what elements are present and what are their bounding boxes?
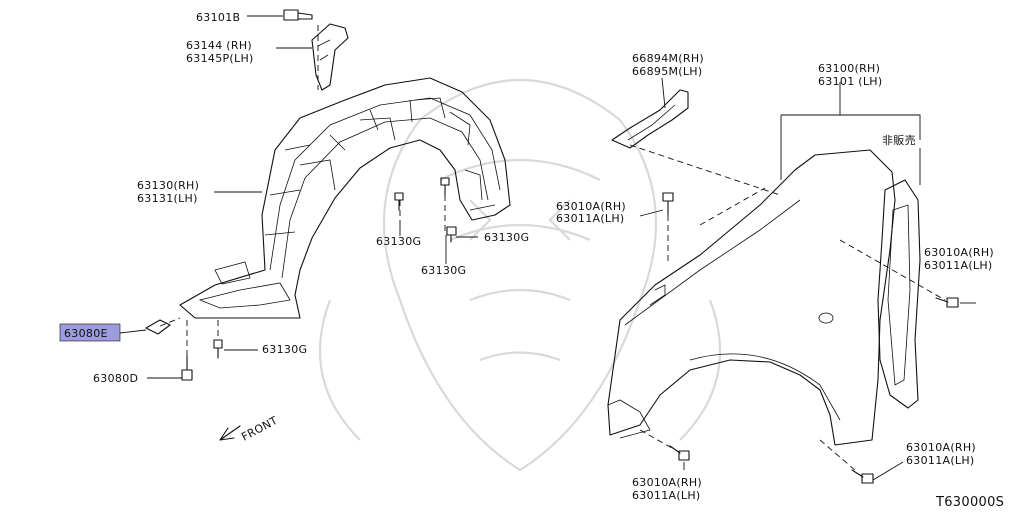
bolt-63101B[interactable] (283, 9, 313, 21)
bolt-63010A-bottom-right[interactable] (851, 469, 874, 484)
screw-63130G-c[interactable] (446, 226, 457, 243)
diagram-id: T630000S (935, 495, 1004, 510)
label-63010A-br[interactable]: 63010A(RH) (906, 441, 976, 454)
label-63101[interactable]: 63101 (LH) (818, 75, 882, 88)
fender-side-panel[interactable] (877, 179, 921, 409)
highlight-box-63080E (59, 323, 121, 342)
label-63010A-top[interactable]: 63010A(RH) (556, 200, 626, 213)
label-63130[interactable]: 63130(RH) (137, 179, 199, 192)
label-63100[interactable]: 63100(RH) (818, 62, 880, 75)
screw-63130G-d[interactable] (213, 339, 223, 359)
label-63144[interactable]: 63144 (RH) (186, 39, 252, 52)
label-not-for-sale: 非販売 (882, 134, 916, 147)
screw-63130G-a[interactable] (394, 192, 404, 211)
label-63130G-d[interactable]: 63130G (262, 343, 307, 356)
label-63011A-br[interactable]: 63011A(LH) (906, 454, 975, 467)
leader-lines (119, 15, 976, 481)
clip-63080E[interactable] (145, 319, 171, 335)
screw-63130G-b[interactable] (440, 177, 450, 196)
label-63131[interactable]: 63131(LH) (137, 192, 198, 205)
moulding-66894M[interactable] (611, 89, 689, 149)
bolt-63010A-bottom[interactable] (669, 445, 690, 461)
label-66894M[interactable]: 66894M(RH) (632, 52, 704, 65)
label-63011A-right[interactable]: 63011A(LH) (924, 259, 993, 272)
label-63080D[interactable]: 63080D (93, 372, 138, 385)
label-63130G-a[interactable]: 63130G (376, 235, 421, 248)
bolt-63080D[interactable] (181, 355, 193, 381)
label-63130G-b[interactable]: 63130G (484, 231, 529, 244)
label-63080E[interactable]: 63080E (64, 327, 108, 340)
bracket-63144[interactable] (311, 23, 349, 91)
front-fender-63100[interactable] (607, 149, 896, 446)
label-63101B[interactable]: 63101B (196, 11, 240, 24)
watermark-emblem (318, 78, 722, 472)
bolt-63010A-top[interactable] (662, 192, 674, 216)
label-63010A-right[interactable]: 63010A(RH) (924, 246, 994, 259)
label-63010A-bottom[interactable]: 63010A(RH) (632, 476, 702, 489)
bolt-63010A-right[interactable] (935, 297, 959, 308)
label-63011A-top[interactable]: 63011A(LH) (556, 212, 625, 225)
dashed-guides (159, 25, 946, 471)
label-63011A-bottom[interactable]: 63011A(LH) (632, 489, 701, 502)
label-63145P[interactable]: 63145P(LH) (186, 52, 254, 65)
label-front: FRONT (239, 414, 280, 444)
front-direction-arrow (219, 425, 241, 441)
label-63130G-c[interactable]: 63130G (421, 264, 466, 277)
label-66895M[interactable]: 66895M(LH) (632, 65, 702, 78)
fender-protector[interactable] (179, 77, 511, 319)
